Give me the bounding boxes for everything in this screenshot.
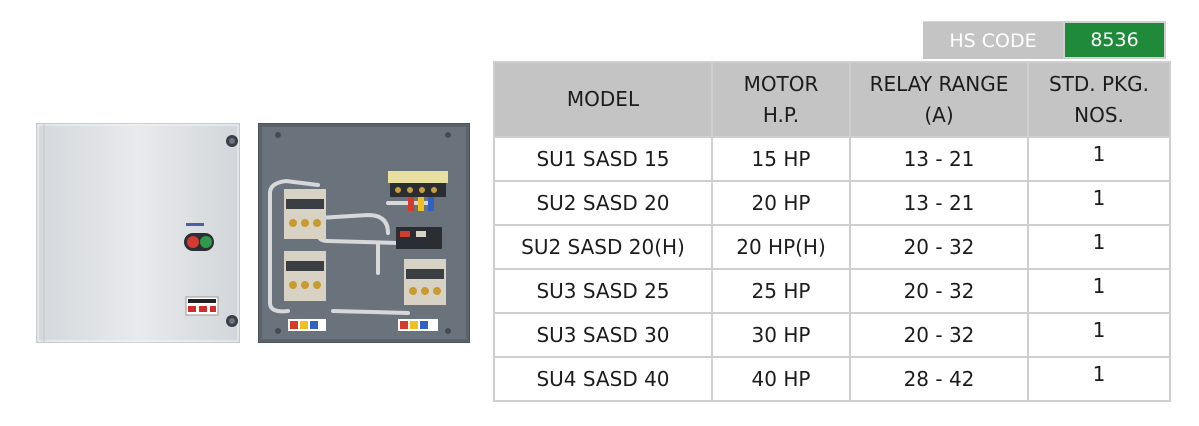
main-terminal-block-icon <box>388 171 448 211</box>
hs-code-value: 8536 <box>1063 21 1166 59</box>
cell-pkg: 1 <box>1027 268 1171 314</box>
cell-model: SU3 SASD 30 <box>493 312 713 358</box>
cell-pkg: 1 <box>1027 312 1171 358</box>
table-row: SU1 SASD 15 15 HP 13 - 21 1 <box>493 136 1171 182</box>
closed-starter-panel-image <box>36 123 240 343</box>
cell-hp: 20 HP <box>711 180 851 226</box>
door-lock-top-icon <box>226 135 238 147</box>
motor-terminal-label-right-icon <box>398 319 438 331</box>
hs-code-label: HS CODE <box>923 21 1063 59</box>
table-row: SU4 SASD 40 40 HP 28 - 42 1 <box>493 356 1171 402</box>
cell-hp: 40 HP <box>711 356 851 402</box>
hs-code-badge: HS CODE 8536 <box>923 21 1166 59</box>
header-relay-range: RELAY RANGE(A) <box>849 61 1029 138</box>
cell-hp: 15 HP <box>711 136 851 182</box>
table-row: SU3 SASD 30 30 HP 20 - 32 1 <box>493 312 1171 358</box>
cell-pkg: 1 <box>1027 356 1171 402</box>
cell-hp: 25 HP <box>711 268 851 314</box>
cell-relay: 20 - 32 <box>849 312 1029 358</box>
cell-pkg: 1 <box>1027 136 1171 182</box>
door-lock-bottom-icon <box>226 315 238 327</box>
cell-model: SU2 SASD 20(H) <box>493 224 713 270</box>
header-model: MODEL <box>493 61 713 138</box>
contactor-3-icon <box>404 259 446 305</box>
cell-hp: 30 HP <box>711 312 851 358</box>
cell-relay: 28 - 42 <box>849 356 1029 402</box>
cell-model: SU1 SASD 15 <box>493 136 713 182</box>
cell-relay: 13 - 21 <box>849 136 1029 182</box>
table-row: SU2 SASD 20 20 HP 13 - 21 1 <box>493 180 1171 226</box>
table-row: SU3 SASD 25 25 HP 20 - 32 1 <box>493 268 1171 314</box>
cell-relay: 20 - 32 <box>849 224 1029 270</box>
contactor-1-icon <box>284 189 326 239</box>
motor-terminal-label-left-icon <box>288 319 326 331</box>
cell-model: SU2 SASD 20 <box>493 180 713 226</box>
table-row: SU2 SASD 20(H) 20 HP(H) 20 - 32 1 <box>493 224 1171 270</box>
cell-model: SU4 SASD 40 <box>493 356 713 402</box>
cell-relay: 13 - 21 <box>849 180 1029 226</box>
relay-icon <box>396 227 442 249</box>
header-std-pkg: STD. PKG.NOS. <box>1027 61 1171 138</box>
cell-hp: 20 HP(H) <box>711 224 851 270</box>
cell-pkg: 1 <box>1027 224 1171 270</box>
cell-relay: 20 - 32 <box>849 268 1029 314</box>
start-stop-buttons-icon <box>184 233 214 251</box>
cell-pkg: 1 <box>1027 180 1171 226</box>
cell-model: SU3 SASD 25 <box>493 268 713 314</box>
open-starter-panel-image <box>258 123 470 343</box>
contactor-2-icon <box>284 251 326 301</box>
warning-label-icon <box>185 296 219 316</box>
